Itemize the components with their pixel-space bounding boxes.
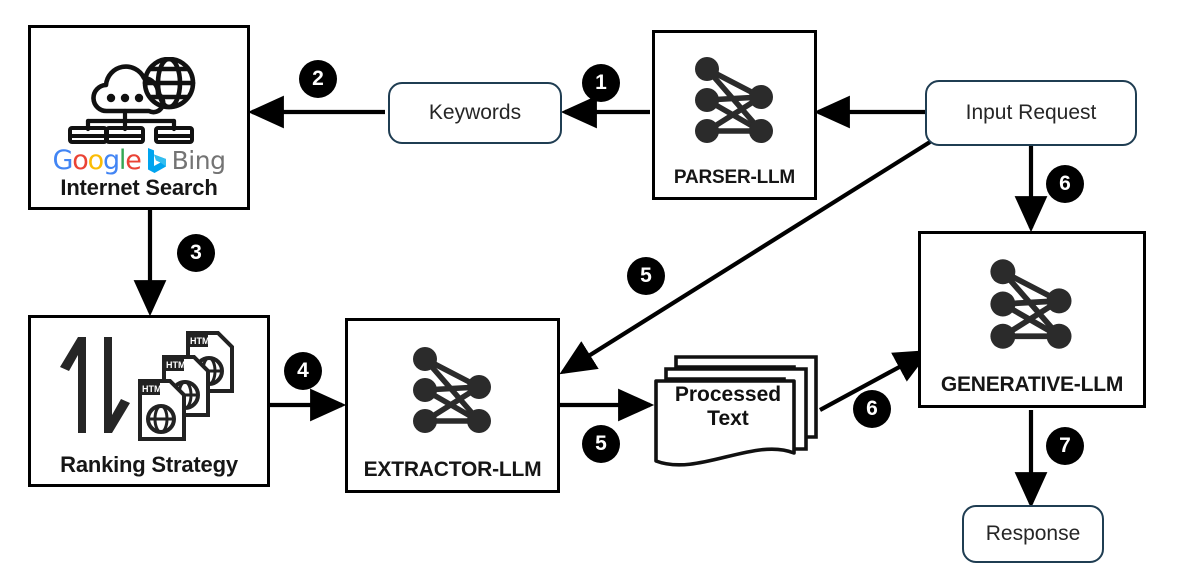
node-label-keywords: Keywords	[428, 101, 522, 124]
step-badge-1: 1	[582, 64, 620, 102]
google-logo: Google	[52, 145, 142, 176]
step-badge-5-extractor-processed: 5	[582, 425, 620, 463]
node-extractor-llm[interactable]: EXTRACTOR-LLM	[345, 318, 560, 493]
step-badge-6-processed-generative-label: 6	[866, 397, 878, 420]
step-badge-3: 3	[177, 234, 215, 272]
step-badge-7-label: 7	[1059, 434, 1071, 457]
edge-input-to-extractor	[559, 140, 932, 375]
search-engine-logos: Google Bing	[53, 147, 226, 174]
step-badge-3-label: 3	[190, 241, 202, 264]
step-badge-5-input-extractor: 5	[627, 257, 665, 295]
step-badge-5-input-extractor-label: 5	[640, 264, 652, 287]
node-keywords[interactable]: Keywords	[388, 82, 562, 144]
neural-network-icon	[403, 321, 503, 458]
cloud-network-icon	[64, 57, 214, 147]
step-badge-2: 2	[299, 60, 337, 98]
document-stack-shape	[654, 355, 818, 467]
step-badge-4-label: 4	[297, 359, 309, 382]
node-label-response: Response	[985, 522, 1081, 545]
step-badge-4: 4	[284, 352, 322, 390]
svg-text:HTML: HTML	[166, 360, 191, 370]
node-label-generative-llm: GENERATIVE-LLM	[940, 373, 1124, 396]
step-badge-1-label: 1	[595, 71, 607, 94]
sort-arrows-icon	[60, 337, 130, 433]
neural-network-icon	[980, 234, 1084, 373]
sort-documents-icon: HTML HTML HTML	[52, 318, 246, 452]
node-label-processed-text-line1: Processed	[674, 383, 782, 407]
neural-network-icon	[685, 33, 785, 167]
node-label-internet-search: Internet Search	[60, 175, 218, 200]
node-label-input-request: Input Request	[965, 101, 1097, 124]
step-badge-6-input-generative: 6	[1046, 165, 1084, 203]
step-badge-2-label: 2	[312, 67, 324, 90]
bing-mark-icon	[147, 148, 166, 173]
node-ranking-strategy[interactable]: HTML HTML HTML	[28, 315, 270, 487]
node-internet-search[interactable]: Google Bing Internet Search	[28, 25, 250, 210]
node-processed-text[interactable]: Processed Text	[648, 345, 820, 475]
html-documents-icon: HTML HTML HTML	[138, 331, 234, 441]
step-badge-5-extractor-processed-label: 5	[595, 432, 607, 455]
node-generative-llm[interactable]: GENERATIVE-LLM	[918, 231, 1146, 408]
node-label-processed-text-line2: Text	[707, 407, 749, 430]
node-label-ranking-strategy: Ranking Strategy	[60, 452, 238, 477]
node-parser-llm[interactable]: PARSER-LLM	[652, 30, 817, 200]
step-badge-6-input-generative-label: 6	[1059, 172, 1071, 195]
step-badge-7: 7	[1046, 427, 1084, 465]
node-label-parser-llm: PARSER-LLM	[673, 167, 796, 188]
svg-text:HTML: HTML	[142, 384, 167, 394]
svg-text:HTML: HTML	[190, 336, 215, 346]
node-label-extractor-llm: EXTRACTOR-LLM	[363, 458, 542, 481]
step-badge-6-processed-generative: 6	[853, 390, 891, 428]
edge-processed-to-generative	[818, 349, 931, 412]
node-response[interactable]: Response	[962, 505, 1104, 563]
node-input-request[interactable]: Input Request	[925, 80, 1137, 146]
bing-logo: Bing	[171, 146, 226, 175]
